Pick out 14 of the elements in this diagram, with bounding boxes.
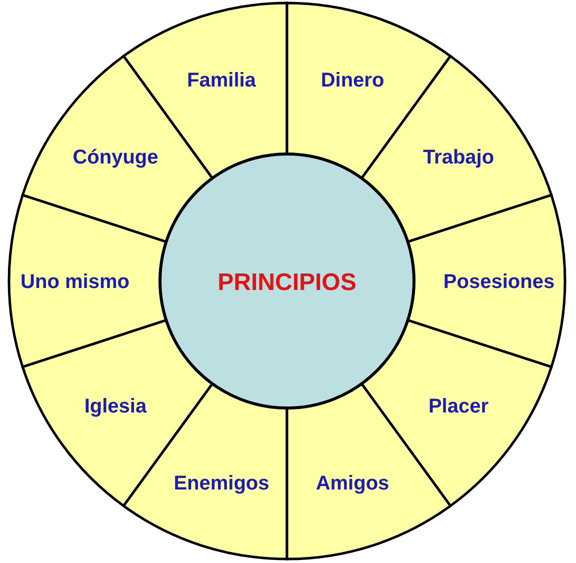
segment-label: Iglesia bbox=[84, 396, 147, 418]
wheel-segment bbox=[8, 194, 168, 368]
segment-label: Placer bbox=[428, 396, 489, 418]
wheel-segment bbox=[406, 194, 566, 368]
segment-label: Amigos bbox=[316, 472, 390, 495]
segment-label: Familia bbox=[187, 69, 256, 92]
segment-label: Cónyuge bbox=[72, 146, 158, 168]
segment-label: Uno mismo bbox=[20, 271, 130, 293]
center-label: PRINCIPIOS bbox=[218, 269, 356, 296]
center-circle bbox=[158, 152, 416, 410]
segment-label: Dinero bbox=[320, 69, 384, 92]
segment-label: Enemigos bbox=[174, 472, 270, 495]
segment-label: Posesiones bbox=[443, 271, 555, 293]
segment-label: Trabajo bbox=[422, 146, 494, 168]
